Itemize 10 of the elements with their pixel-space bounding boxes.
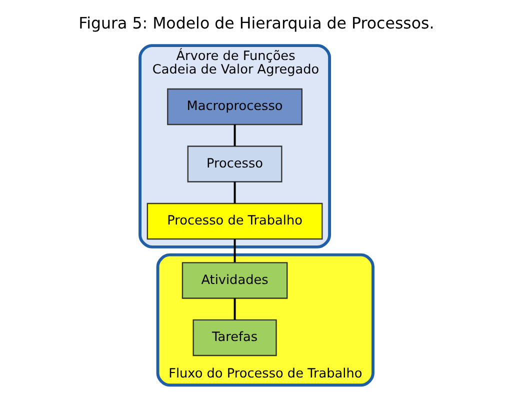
node-box: Macroprocesso bbox=[166, 88, 302, 126]
connector bbox=[233, 239, 236, 262]
connector bbox=[233, 182, 236, 204]
connector bbox=[233, 298, 236, 320]
node-box: Processo de Trabalho bbox=[146, 202, 322, 240]
node-box: Tarefas bbox=[192, 319, 276, 356]
node-box: Atividades bbox=[181, 262, 288, 299]
node-box: Processo bbox=[186, 146, 282, 182]
connector bbox=[233, 124, 236, 146]
diagram-title: Figura 5: Modelo de Hierarquia de Processos. bbox=[78, 14, 434, 33]
